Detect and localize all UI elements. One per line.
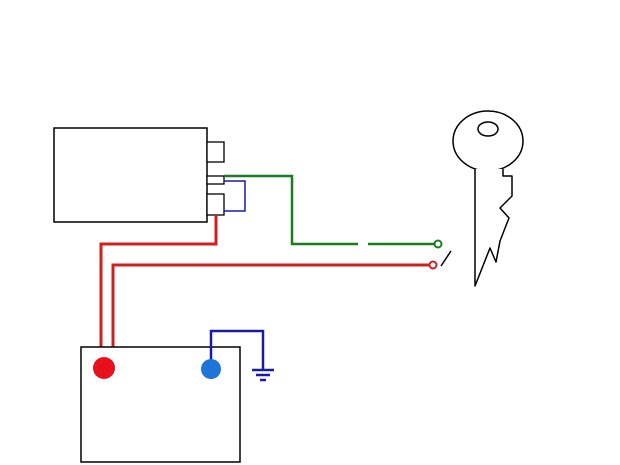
ground-icon (252, 368, 274, 382)
key-bow (452, 110, 524, 172)
power-wire-module (99, 215, 218, 366)
signal-wire (224, 174, 358, 246)
ignition-switch-blade (440, 250, 452, 267)
module-connector-middle (206, 175, 225, 185)
power-wire-switch (111, 263, 429, 366)
module-connector-top (206, 141, 225, 163)
battery-negative-terminal (201, 359, 221, 379)
key-icon (452, 110, 524, 287)
key-hole (477, 121, 499, 137)
switch-contact-red (428, 260, 438, 270)
module-connector-bottom (206, 193, 225, 216)
module-jumper-wire (224, 180, 246, 212)
ground-wire (209, 329, 265, 370)
module-body (53, 127, 208, 223)
key-blade (474, 169, 513, 287)
switch-contact-green (433, 239, 443, 249)
control-module (53, 127, 225, 223)
battery-positive-terminal (93, 357, 115, 379)
